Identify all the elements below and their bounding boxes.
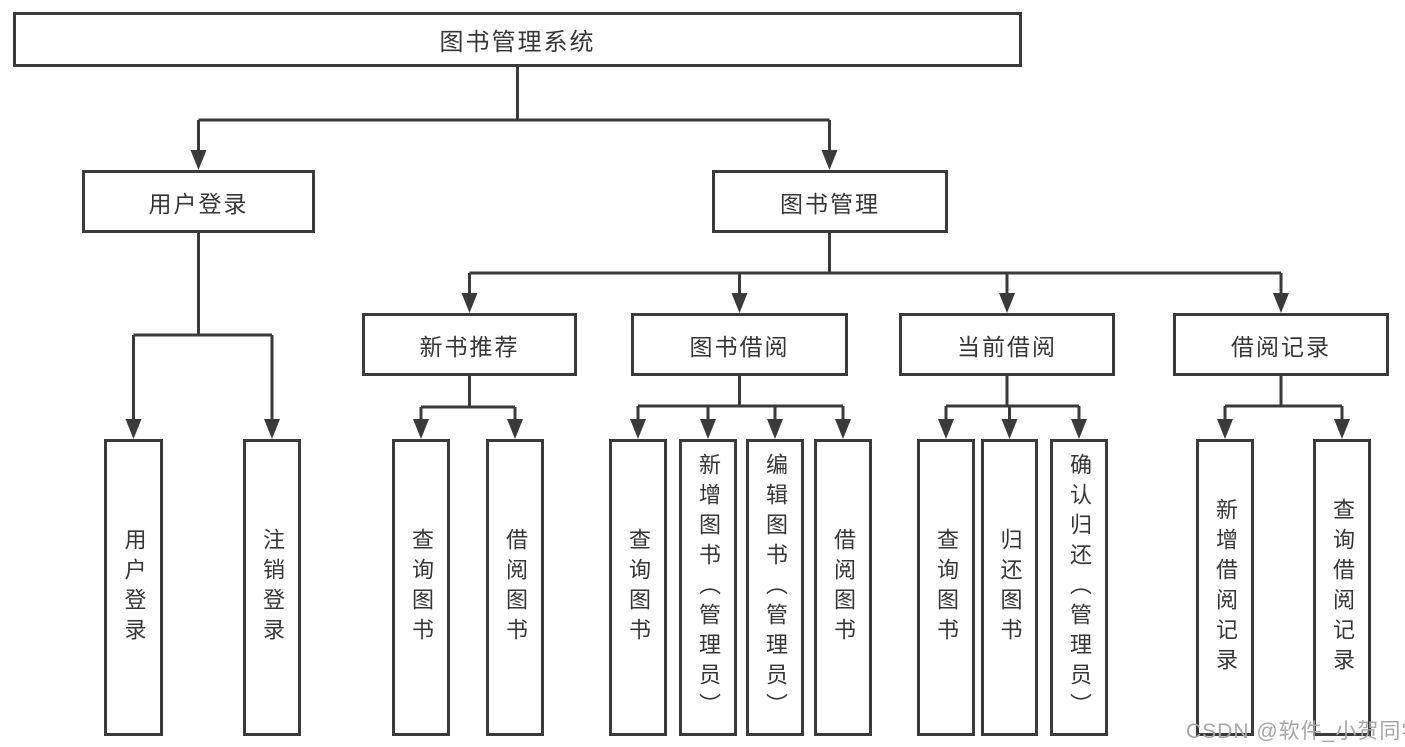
arrowhead: [1217, 419, 1233, 439]
arrowhead: [630, 419, 646, 439]
leaf-query-books: 查询图书: [392, 439, 450, 736]
leaf-user-login: 用户登录: [104, 439, 163, 736]
leaf-query-books: 查询图书: [917, 439, 975, 736]
arrowhead: [190, 150, 207, 170]
arrowhead: [1071, 419, 1087, 439]
arrowhead: [999, 293, 1015, 313]
connector-root-to-level2: [197, 67, 831, 151]
leaf-return-books: 归还图书: [981, 439, 1038, 736]
node-book-management: 图书管理: [712, 170, 948, 233]
connector-currentborrow-to-leaves: [944, 376, 1081, 420]
arrowhead: [938, 419, 954, 439]
leaf-borrow-books: 借阅图书: [814, 439, 872, 736]
connector-borrowrecord-to-leaves: [1223, 376, 1344, 420]
leaf-edit-books-admin: 编辑图书（管理员）: [746, 439, 804, 736]
arrowhead: [461, 293, 478, 313]
arrowhead: [1273, 293, 1289, 313]
node-new-book-recommendation: 新书推荐: [362, 313, 577, 376]
arrowhead: [264, 419, 280, 439]
node-borrowing-records: 借阅记录: [1173, 313, 1389, 376]
csdn-watermark: CSDN @软件_小贺同学: [1186, 720, 1405, 743]
connector-newbookrec-to-leaves: [419, 376, 517, 420]
arrowhead: [821, 150, 838, 170]
node-root-system: 图书管理系统: [13, 12, 1022, 67]
arrowhead: [1001, 419, 1018, 439]
node-book-borrowing: 图书借阅: [631, 313, 848, 376]
connector-bookmgmt-to-level3: [468, 233, 1283, 294]
arrowhead: [413, 419, 429, 439]
arrowhead: [507, 419, 523, 439]
arrowhead: [835, 419, 851, 439]
arrowhead: [700, 419, 716, 439]
leaf-borrow-books: 借阅图书: [486, 439, 544, 736]
connector-userlogin-to-leaves: [132, 233, 274, 420]
arrowhead: [731, 293, 748, 313]
arrowhead: [1334, 419, 1350, 439]
node-current-borrowing: 当前借阅: [899, 313, 1115, 376]
arrowheads: [125, 150, 1350, 439]
arrowhead: [125, 419, 142, 439]
arrowhead: [767, 419, 783, 439]
connector-bookborrow-to-leaves: [636, 376, 845, 420]
node-user-login: 用户登录: [82, 170, 315, 233]
leaf-add-books-admin: 新增图书（管理员）: [679, 439, 737, 736]
leaf-add-borrow-record: 新增借阅记录: [1196, 439, 1254, 736]
leaf-query-books: 查询图书: [609, 439, 667, 736]
leaf-confirm-return-admin: 确认归还（管理员）: [1050, 439, 1108, 736]
leaf-logout: 注销登录: [243, 439, 301, 736]
leaf-query-borrow-record: 查询借阅记录: [1313, 439, 1371, 736]
